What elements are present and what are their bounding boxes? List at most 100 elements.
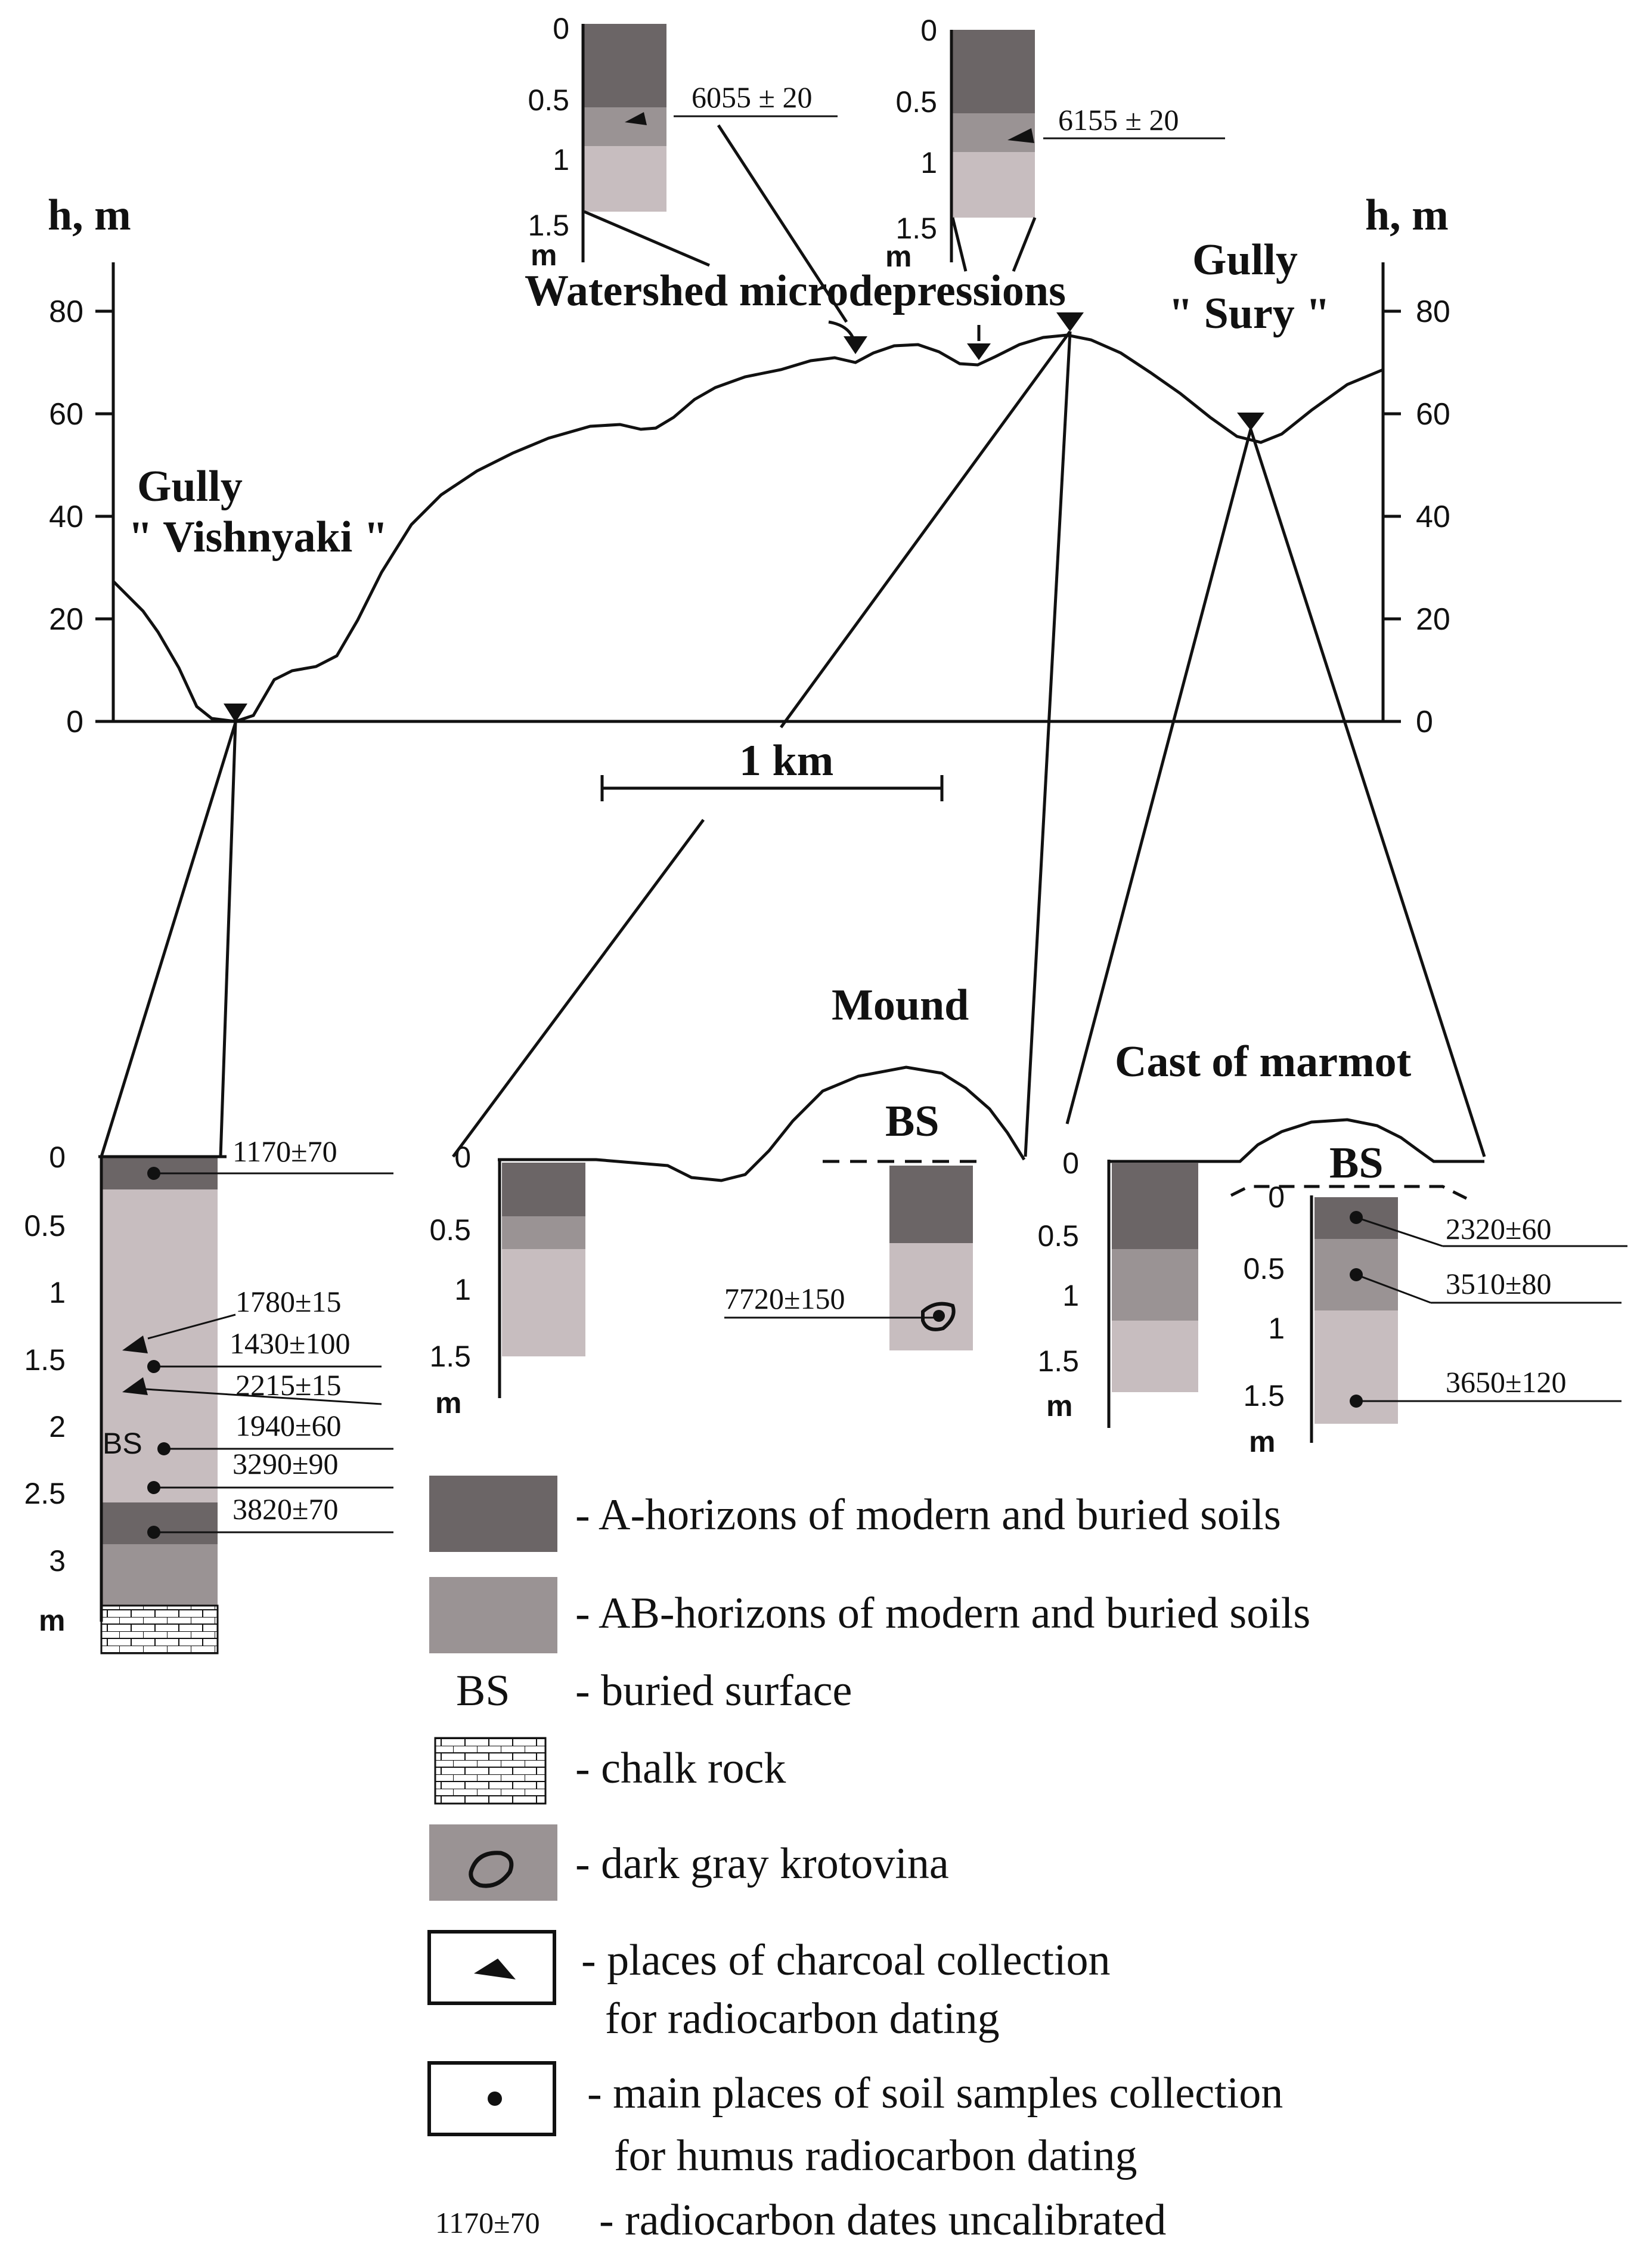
vish-bs-label: BS: [103, 1427, 142, 1460]
top-column-right: 0 0.5 1 1.5 m 6155 ± 20: [885, 14, 1225, 273]
date-2215: 2215±15: [235, 1368, 341, 1402]
cast-bs-label: BS: [1329, 1139, 1384, 1188]
tick-right-0: 0: [1416, 705, 1433, 739]
legend-krotovina-icon: [469, 1851, 514, 1888]
chalk-rock-block: [100, 1604, 219, 1654]
charcoal-marker-top-left: [625, 112, 647, 125]
scale-bar-label: 1 km: [739, 736, 833, 785]
scale-bar: 1 km: [600, 736, 944, 801]
mound-bs-label: BS: [885, 1097, 940, 1146]
tick-left-80: 80: [49, 295, 83, 329]
mound-tick-0: 0: [454, 1141, 471, 1174]
marker-mound: [1056, 312, 1084, 331]
marker-micro-2: [967, 343, 991, 360]
right-ticks: 0 20 40 60 80: [1383, 295, 1450, 739]
vish-tick-0: 0: [49, 1141, 66, 1174]
cast-left-unit: m: [1046, 1389, 1072, 1423]
cast-surface: [1109, 1118, 1484, 1163]
tick-left-0: 0: [66, 705, 83, 739]
elevation-profile: h, m h, m 0 20 40 60 80 0 20 40 60: [48, 191, 1450, 801]
top-right-tick-05: 0.5: [895, 85, 937, 119]
tick-left-40: 40: [49, 500, 83, 534]
date-6055: 6055 ± 20: [692, 80, 812, 114]
date-2320: 2320±60: [1446, 1212, 1551, 1245]
vish-tick-1: 1: [49, 1276, 66, 1309]
vish-tick-3: 3: [49, 1544, 66, 1578]
vishnyaki-column: 0 0.5 1 1.5 2 2.5 3 m BS 1170±70 1780±15…: [24, 1135, 393, 1654]
date-3820: 3820±70: [232, 1492, 338, 1526]
marker-sury: [1237, 413, 1264, 430]
terrain-line: [112, 333, 1384, 723]
date-3650: 3650±120: [1446, 1365, 1566, 1399]
top-left-tick-0: 0: [553, 12, 569, 45]
vish-unit: m: [39, 1604, 65, 1637]
legend-swatch-chalk: [434, 1737, 547, 1805]
legend-radiocarbon-dates: - radiocarbon dates uncalibrated: [599, 2196, 1166, 2245]
mound-section: Mound BS 0 0.5 1 1.5 m 7720±150: [429, 981, 1026, 1420]
date-1430: 1430±100: [230, 1327, 350, 1360]
cast-buried-surface: [1230, 1185, 1468, 1200]
label-gully-sury-2: " Sury ": [1168, 289, 1330, 338]
cast-left-tick-0: 0: [1062, 1147, 1079, 1180]
label-gully-vishnyaki-1: Gully: [137, 462, 243, 511]
tick-left-20: 20: [49, 602, 83, 637]
top-right-tick-0: 0: [920, 14, 937, 47]
cast-right-tick-15: 1.5: [1243, 1379, 1285, 1412]
cast-right-tick-1: 1: [1268, 1312, 1285, 1345]
legend-samples-2: for humus radiocarbon dating: [614, 2131, 1137, 2180]
y-axis-label-left: h, m: [48, 191, 131, 240]
marker-micro-1: [844, 336, 867, 354]
tick-right-20: 20: [1416, 602, 1450, 637]
cast-right-tick-0: 0: [1268, 1181, 1285, 1214]
date-1170: 1170±70: [232, 1135, 337, 1168]
label-gully-vishnyaki-2: " Vishnyaki ": [128, 513, 388, 562]
legend-date-example: 1170±70: [435, 2206, 540, 2239]
legend-swatch-a: [429, 1476, 557, 1552]
mound-surface: [498, 1065, 1026, 1182]
top-left-tick-1: 1: [553, 143, 569, 176]
vish-tick-05: 0.5: [24, 1209, 66, 1243]
tick-right-60: 60: [1416, 397, 1450, 432]
mound-tick-1: 1: [454, 1273, 471, 1306]
legend-buried-surface: - buried surface: [575, 1666, 852, 1715]
left-ticks: 0 20 40 60 80: [49, 295, 113, 739]
top-left-tick-15: 1.5: [528, 209, 569, 242]
connector-top-left-a: [584, 210, 710, 267]
date-3290: 3290±90: [232, 1447, 338, 1480]
date-7720: 7720±150: [724, 1282, 845, 1315]
date-1780: 1780±15: [235, 1285, 341, 1318]
y-axis-label-right: h, m: [1365, 191, 1449, 240]
micro-arrow-1: [828, 320, 854, 338]
legend-swatch-krotovina: [429, 1824, 557, 1901]
legend-ab-horizons: - AB-horizons of modern and buried soils: [575, 1589, 1310, 1638]
label-cast: Cast of marmot: [1115, 1037, 1412, 1086]
vish-tick-25: 2.5: [24, 1477, 66, 1510]
legend-bs-symbol: BS: [456, 1666, 510, 1715]
cast-left-tick-1: 1: [1062, 1279, 1079, 1312]
label-gully-sury-1: Gully: [1192, 236, 1298, 284]
legend-krotovina: - dark gray krotovina: [575, 1839, 949, 1888]
date-6155: 6155 ± 20: [1058, 103, 1179, 137]
label-mound: Mound: [832, 981, 969, 1030]
vish-tick-2: 2: [49, 1410, 66, 1443]
connector-top-left-b: [717, 124, 848, 323]
cast-left-tick-05: 0.5: [1037, 1219, 1079, 1253]
top-column-left: 0 0.5 1 1.5 m 6055 ± 20: [528, 12, 848, 323]
label-watershed: Watershed microdepressions: [525, 267, 1066, 315]
top-right-tick-1: 1: [920, 146, 937, 179]
legend-charcoal-1: - places of charcoal collection: [581, 1936, 1111, 1985]
cast-right-tick-05: 0.5: [1243, 1252, 1285, 1285]
krotovina-symbol-mound: [921, 1302, 956, 1331]
legend-samples-1: - main places of soil samples collection: [587, 2069, 1283, 2118]
marker-vishnyaki: [224, 704, 247, 723]
tick-right-40: 40: [1416, 500, 1450, 534]
cast-left-tick-15: 1.5: [1037, 1344, 1079, 1378]
legend-swatch-ab: [429, 1577, 557, 1653]
connector-top-right-b: [1012, 217, 1037, 272]
legend-charcoal-2: for radiocarbon dating: [605, 1994, 1000, 2043]
charcoal-marker-top-right: [1007, 128, 1034, 143]
top-right-tick-15: 1.5: [895, 212, 937, 245]
mound-tick-15: 1.5: [429, 1340, 471, 1373]
cast-right-unit: m: [1249, 1425, 1275, 1458]
mound-tick-05: 0.5: [429, 1213, 471, 1247]
